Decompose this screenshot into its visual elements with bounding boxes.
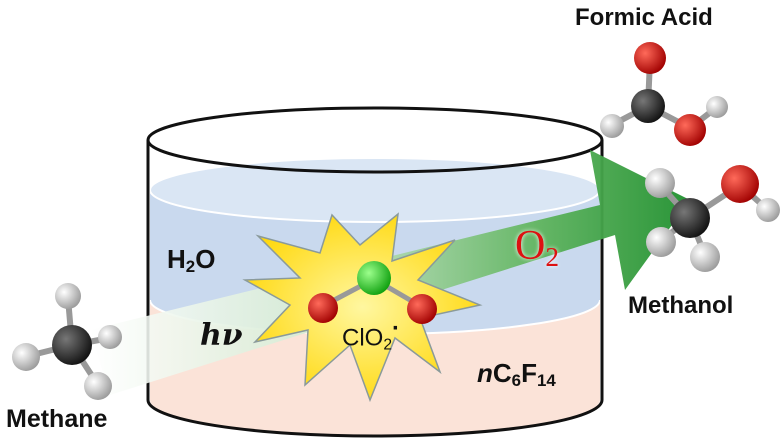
methanol-molecule <box>645 165 780 272</box>
water-label-o: O <box>195 244 216 274</box>
methane-label: Methane <box>6 405 108 433</box>
fluorocarbon-n: n <box>477 358 493 388</box>
fluorocarbon-c: C <box>492 358 512 388</box>
fluorocarbon-f: F <box>521 358 537 388</box>
formic-acid-molecule <box>600 42 728 146</box>
radical-label: ClO2· <box>342 315 400 354</box>
oxygen-sub: 2 <box>545 241 559 272</box>
light-burst <box>242 212 483 403</box>
fluorocarbon-c-sub: 6 <box>511 371 522 391</box>
formic-acid-label: Formic Acid <box>575 4 713 31</box>
water-label: H2O <box>167 244 215 277</box>
methanol-label: Methanol <box>628 292 734 319</box>
fluorocarbon-f-sub: 14 <box>536 371 556 391</box>
radical-main: ClO <box>342 324 384 352</box>
fluorocarbon-label: nC6F14 <box>477 358 556 391</box>
radical-dot: · <box>392 315 401 342</box>
oxygen-main: O <box>515 223 546 269</box>
chlorine-dioxide-molecule <box>308 261 437 324</box>
oxygen-label: O2 <box>515 222 559 273</box>
water-label-sub: 2 <box>185 257 196 277</box>
radical-sub: 2 <box>383 336 393 354</box>
water-label-h: H <box>167 244 186 274</box>
methane-molecule <box>12 283 122 400</box>
light-label: hν <box>200 318 243 353</box>
